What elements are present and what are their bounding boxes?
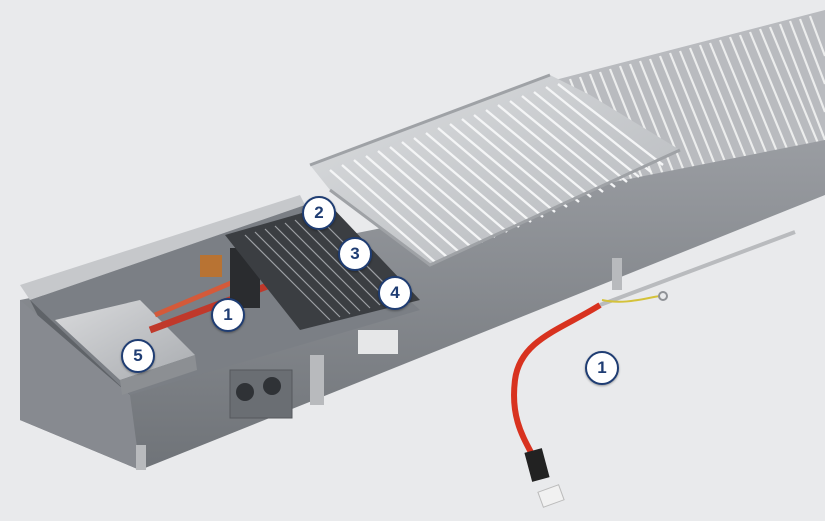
heat-exchanger — [225, 205, 420, 330]
control-box — [55, 300, 195, 380]
callout-fan-heat-exchanger: 2 — [302, 196, 336, 230]
callout-temperature-sensor-in-unit: 1 — [211, 298, 245, 332]
callout-control-box: 5 — [121, 339, 155, 373]
sensor-cable-illustration — [511, 230, 796, 508]
callout-temperature-sensor-separate: 1 — [585, 351, 619, 385]
roll-grille — [309, 73, 681, 267]
housing-side — [20, 140, 825, 470]
callout-grille-edge: 4 — [378, 276, 412, 310]
callout-heat-exchanger: 3 — [338, 237, 372, 271]
